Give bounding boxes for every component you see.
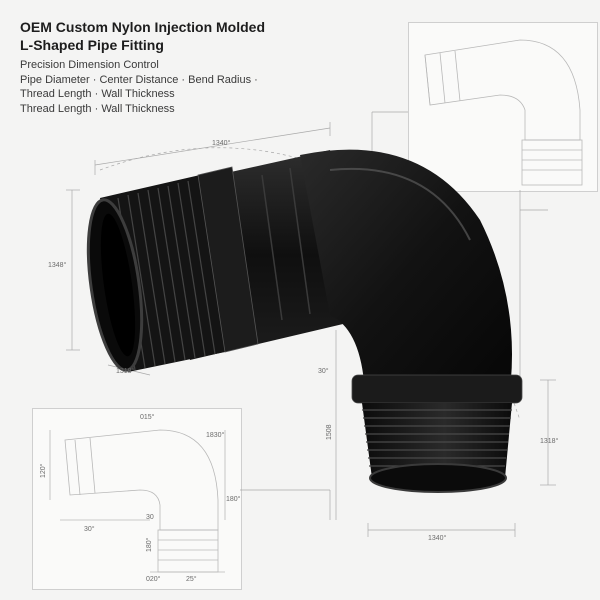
dim-left-height: 1348°	[48, 262, 67, 269]
dim-left-thread: 1318°	[116, 368, 135, 375]
spec-line-4: Thread Length · Wall Thickness	[20, 102, 175, 115]
inset-bottom-right: 25°	[186, 576, 197, 583]
dim-bottom-length: 1340°	[428, 535, 447, 542]
bottom-left-sketch	[49, 429, 226, 573]
dim-right-height: 1318°	[540, 438, 559, 445]
dim-center-small: 30°	[318, 368, 329, 375]
inset-mid-small: 30	[146, 514, 154, 521]
dim-top-length: 1340°	[212, 140, 231, 147]
spec-line-3: Thread Length · Wall Thickness	[20, 88, 175, 100]
spec-line-2: Pipe Diameter · Center Distance · Bend R…	[20, 73, 258, 86]
title-line-1: OEM Custom Nylon Injection Molded	[20, 19, 265, 35]
inset-left-side: 120°	[40, 463, 47, 478]
inset-left-bottom: 30°	[84, 526, 95, 533]
title-line-2: L-Shaped Pipe Fitting	[20, 37, 164, 53]
elbow-body	[300, 149, 512, 395]
bottom-left-inset	[32, 408, 242, 590]
page-title: OEM Custom Nylon Injection Molded L-Shap…	[20, 18, 280, 54]
dimension-lines	[66, 111, 556, 537]
inset-right-top: 1830°	[206, 432, 225, 439]
inset-bottom-left: 020°	[146, 576, 161, 583]
dim-vertical-mid: 1508	[326, 424, 333, 440]
inset-center-vertical: 180°	[146, 537, 153, 552]
spec-list: Precision Dimension Control Pipe Diamete…	[20, 58, 310, 116]
inset-top-label: 015°	[140, 414, 155, 421]
top-right-sketch	[424, 39, 583, 186]
inset-right-mid: 180°	[226, 496, 241, 503]
spec-line-1: Precision Dimension Control	[20, 59, 159, 71]
vertical-pipe	[351, 374, 523, 493]
top-right-inset	[408, 22, 598, 192]
